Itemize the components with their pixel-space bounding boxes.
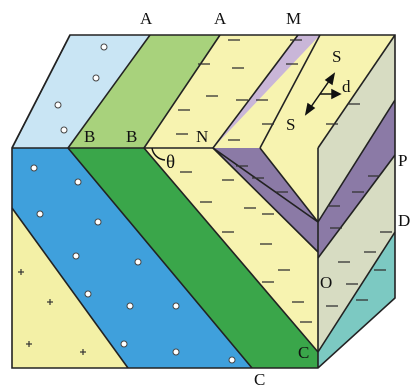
cross-pattern xyxy=(18,269,86,355)
right-pale-green-top xyxy=(318,35,395,222)
label-d: d xyxy=(342,77,351,96)
right-gray-green-layer xyxy=(318,155,395,352)
label-A-left: A xyxy=(140,9,153,28)
label-C-front: C xyxy=(298,343,309,362)
front-blue-layer xyxy=(12,148,252,368)
label-S-bottom: S xyxy=(286,115,295,134)
top-cream-layer xyxy=(144,35,298,148)
label-C-bottom: C xyxy=(254,370,265,388)
label-theta: θ xyxy=(166,152,175,173)
label-B-left: B xyxy=(84,127,95,146)
dip-angle-arc xyxy=(151,147,166,161)
circle-pattern xyxy=(30,43,236,364)
label-M: M xyxy=(286,9,301,28)
label-A-right: A xyxy=(214,9,227,28)
label-P: P xyxy=(398,151,407,170)
dash-pattern xyxy=(176,39,392,323)
right-purple-layer xyxy=(318,100,395,258)
label-O: O xyxy=(320,273,332,292)
label-B-right: B xyxy=(126,127,137,146)
top-light-blue-layer xyxy=(12,35,150,148)
block-outline xyxy=(11,34,396,369)
label-D: D xyxy=(398,211,410,230)
top-light-green-layer xyxy=(68,35,220,148)
label-S-top: S xyxy=(332,47,341,66)
front-green-layer xyxy=(68,148,318,368)
label-N: N xyxy=(196,127,208,146)
strike-dip-arrows xyxy=(304,72,342,116)
